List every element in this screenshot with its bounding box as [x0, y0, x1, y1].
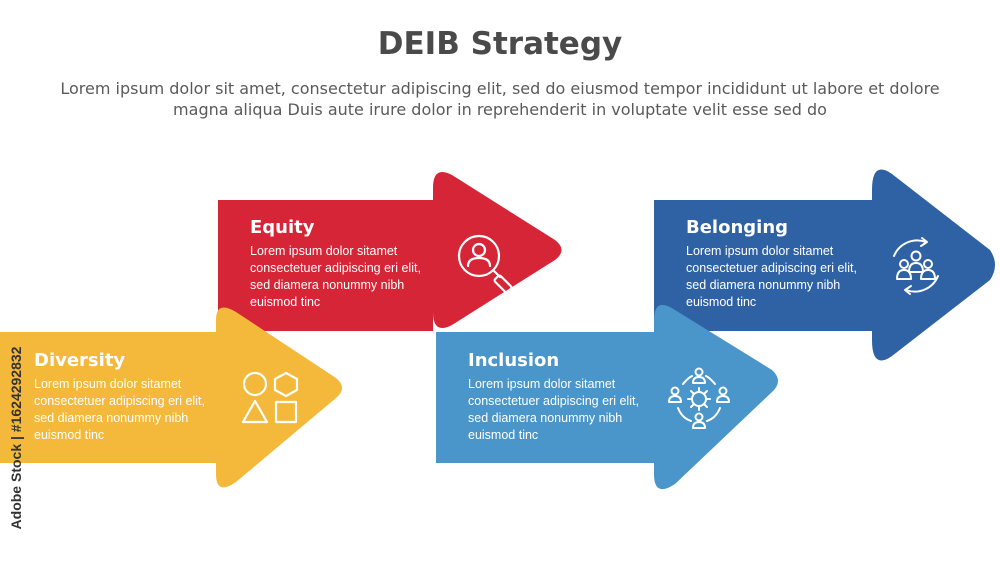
diversity-arrow-shape	[0, 307, 342, 488]
diversity-body: Lorem ipsum dolor sitamet consectetuer a…	[34, 377, 205, 442]
inclusion-arrow-shape	[436, 304, 778, 490]
belonging-arrow-shape	[654, 169, 995, 361]
side-watermark: Adobe Stock | #1624292832	[4, 318, 28, 558]
side-watermark-text: Adobe Stock | #1624292832	[8, 346, 24, 530]
equity-arrow-shape	[218, 171, 562, 331]
equity-title: Equity	[250, 217, 315, 238]
equity-body: Lorem ipsum dolor sitamet consectetuer a…	[250, 244, 421, 309]
page-title: DEIB Strategy	[377, 26, 623, 62]
belonging-body: Lorem ipsum dolor sitamet consectetuer a…	[686, 244, 857, 309]
belonging-title: Belonging	[686, 217, 789, 238]
person-search-icon	[457, 234, 513, 294]
group-cycle-icon	[893, 237, 939, 295]
inclusion-title: Inclusion	[468, 350, 560, 371]
diversity-title: Diversity	[34, 350, 126, 371]
page-subtitle: Lorem ipsum dolor sit amet, consectetur …	[60, 79, 940, 119]
inclusion-body: Lorem ipsum dolor sitamet consectetuer a…	[468, 377, 639, 442]
team-gear-icon	[668, 367, 730, 429]
shapes-icon	[241, 371, 299, 424]
